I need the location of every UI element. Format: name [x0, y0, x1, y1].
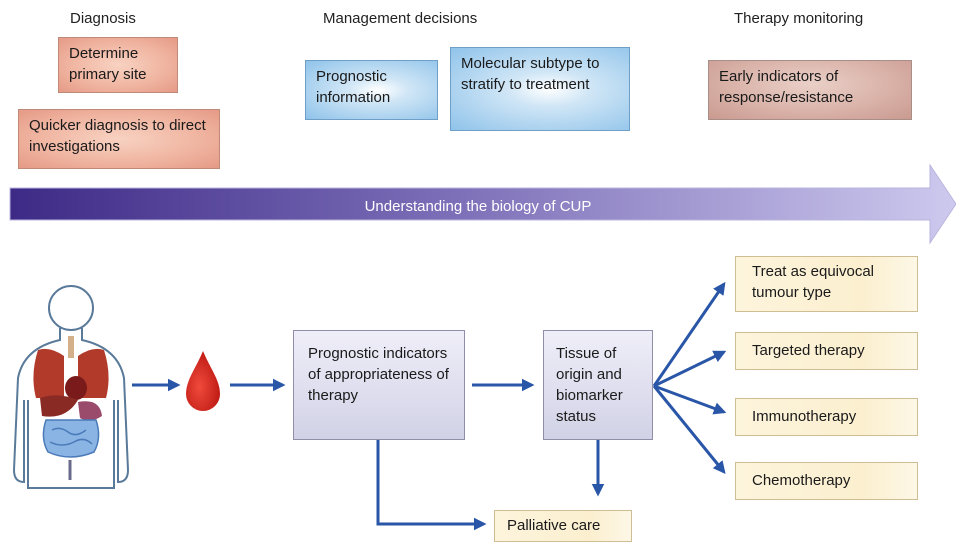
box-targeted-therapy: Targeted therapy [735, 332, 918, 370]
box-prognostic-indicators: Prognostic indicators of appropriateness… [293, 330, 465, 440]
arrow-to-targeted [653, 350, 727, 388]
box-quicker-diagnosis: Quicker diagnosis to direct investigatio… [18, 109, 220, 169]
box-molecular-subtype: Molecular subtype to stratify to treatme… [450, 47, 630, 131]
header-diagnosis: Diagnosis [70, 10, 136, 27]
box-immunotherapy: Immunotherapy [735, 398, 918, 436]
human-body-organs-icon [12, 285, 130, 489]
box-prognostic-information: Prognostic information [305, 60, 438, 120]
arrow-to-chemo [652, 385, 726, 474]
blood-drop-icon [186, 351, 220, 411]
box-tissue-origin: Tissue of origin and biomarker status [543, 330, 653, 440]
box-determine-primary-site: Determine primary site [58, 37, 178, 93]
arrow-to-equivocal [652, 281, 726, 387]
header-monitoring: Therapy monitoring [734, 10, 864, 27]
box-early-indicators: Early indicators of response/resistance [708, 60, 912, 120]
box-palliative-care: Palliative care [494, 510, 632, 542]
band-label: Understanding the biology of CUP [365, 198, 592, 215]
box-treat-equivocal: Treat as equivocal tumour type [735, 256, 918, 312]
biology-band-arrow [9, 163, 956, 245]
arrow-prognostic-to-palliative [376, 440, 487, 531]
box-chemotherapy: Chemotherapy [735, 462, 918, 500]
header-management: Management decisions [323, 10, 478, 27]
arrow-to-immuno [653, 384, 727, 415]
